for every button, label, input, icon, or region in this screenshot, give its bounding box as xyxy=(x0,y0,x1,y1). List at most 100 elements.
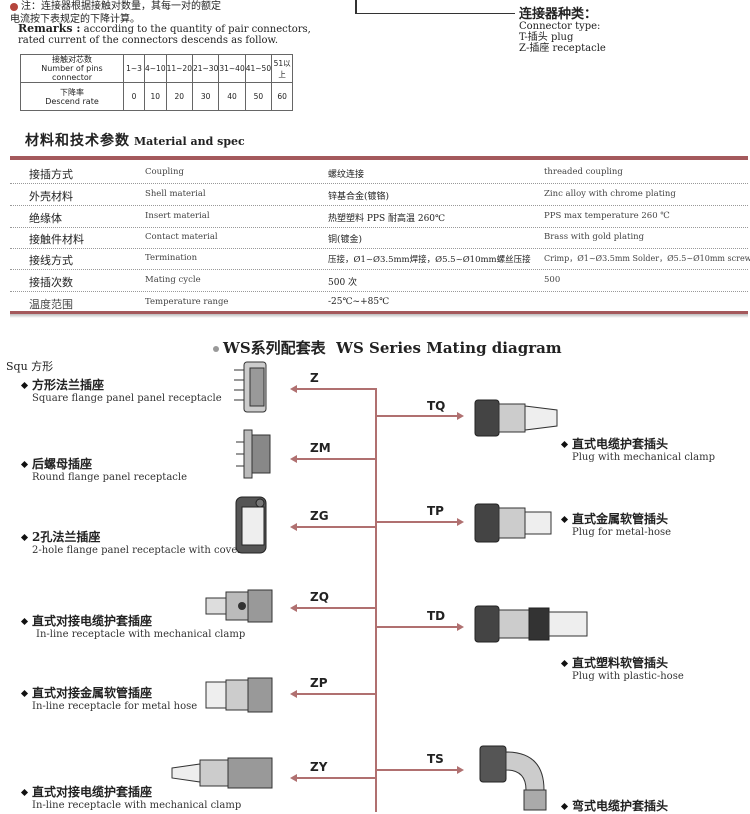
round-flange-receptacle-icon xyxy=(236,429,271,479)
plug-cn: 弯式电缆护套插头 xyxy=(572,799,669,813)
spec-cn: 外壳材料 xyxy=(29,190,73,203)
connector-type-block: 连接器种类： Connector type: T-插头 plug Z-插座 re… xyxy=(519,8,606,54)
spec-value: 热塑塑料 PPS 耐高温 260℃ xyxy=(328,214,446,224)
spec-value-en: threaded coupling xyxy=(544,167,623,177)
plug-td: 直式塑料软管插头 Plug with plastic-hose xyxy=(560,654,684,682)
remarks-block: Remarks : according to the quantity of p… xyxy=(18,23,311,46)
branch-line xyxy=(297,777,376,779)
inline-receptacle-clamp-icon xyxy=(205,589,273,623)
plug-cn: 直式电缆护套插头 xyxy=(572,437,669,451)
range-header: 接触对芯数 Number of pins connector xyxy=(20,54,124,83)
receptacle-en: Square flange panel panel receptacle xyxy=(32,393,222,404)
branch-line xyxy=(297,388,376,390)
plug-tq: 直式电缆护套插头 Plug with mechanical clamp xyxy=(560,435,715,463)
receptacle-en: In-line receptacle with mechanical clamp xyxy=(36,629,246,640)
arrow-left-icon xyxy=(290,523,297,531)
plug-en: Plug for metal-hose xyxy=(572,527,672,538)
code-zq: ZQ xyxy=(310,590,329,604)
arrow-left-icon xyxy=(290,690,297,698)
diamond-bullet-icon xyxy=(560,802,569,811)
receptacle-zp: 直式对接金属软管插座 In-line receptacle for metal … xyxy=(20,684,197,712)
spec-title-en: Material and spec xyxy=(134,135,245,148)
shadow-divider xyxy=(10,314,748,318)
table-row: 接插次数 Mating cycle 500 次 500 xyxy=(10,270,748,292)
receptacle-cn: 后螺母插座 xyxy=(32,457,93,471)
derate-table: 接触对芯数 Number of pins connector 1~3 4~10 … xyxy=(20,54,294,111)
section-divider xyxy=(10,156,748,160)
rate-cell: 30 xyxy=(191,82,220,111)
plug-ts: 弯式电缆护套插头 xyxy=(560,797,669,814)
range-cell: 11~20 xyxy=(165,54,193,83)
receptacle-en: Round flange panel receptacle xyxy=(32,472,187,483)
diamond-bullet-icon xyxy=(20,689,29,698)
receptacle-z: 方形法兰插座 Square flange panel panel recepta… xyxy=(20,376,222,404)
spec-en: Temperature range xyxy=(145,297,229,307)
branch-line xyxy=(297,526,376,528)
receptacle-cn: 直式对接电缆护套插座 xyxy=(32,785,153,799)
branch-line xyxy=(376,769,458,771)
spec-en: Insert material xyxy=(145,211,210,221)
plug-mechanical-clamp-icon xyxy=(474,399,558,437)
branch-line xyxy=(376,626,458,628)
spec-cn: 接插次数 xyxy=(29,276,73,289)
range-cell: 4~10 xyxy=(144,54,167,83)
receptacle-zy: 直式对接电缆护套插座 In-line receptacle with mecha… xyxy=(20,783,242,811)
range-cell: 1~3 xyxy=(123,54,145,83)
spec-en: Contact material xyxy=(145,232,218,242)
rate-cell: 10 xyxy=(144,82,167,111)
plug-right-angle-icon xyxy=(479,745,547,811)
receptacle-zg: 2孔法兰插座 2-hole flange panel receptacle wi… xyxy=(20,528,243,556)
table-row: 绝缘体 Insert material 热塑塑料 PPS 耐高温 260℃ PP… xyxy=(10,206,748,228)
table-row: 接触件材料 Contact material 铜(镀金) Brass with … xyxy=(10,227,748,249)
receptacle-en: In-line receptacle with mechanical clamp xyxy=(32,800,242,811)
table-row: 温度范围 Temperature range -25℃~+85℃ xyxy=(10,292,748,313)
arrow-right-icon xyxy=(457,623,464,631)
leader-line xyxy=(355,13,515,14)
trunk-line xyxy=(375,388,377,812)
code-ts: TS xyxy=(427,752,444,766)
mating-title-cn: WS系列配套表 xyxy=(223,339,326,357)
square-flange-receptacle-icon xyxy=(234,361,267,413)
range-cell: 31~40 xyxy=(218,54,246,83)
diamond-bullet-icon xyxy=(560,515,569,524)
table-row: 接触对芯数 Number of pins connector 1~3 4~10 … xyxy=(20,54,294,83)
receptacle-en: 2-hole flange panel receptacle with cove… xyxy=(32,545,243,556)
leader-line xyxy=(355,0,357,14)
table-row: 接线方式 Termination 压接，Ø1~Ø3.5mm焊接，Ø5.5~Ø10… xyxy=(10,248,750,270)
connector-type-label: Connector type: xyxy=(519,21,601,32)
range-cell: 51以上 xyxy=(271,54,294,83)
arrow-right-icon xyxy=(457,518,464,526)
spec-value: -25℃~+85℃ xyxy=(328,297,390,307)
note-line1: 注：连接器根据接触对数量，其每一对的额定 xyxy=(21,1,221,12)
plug-cn: 直式金属软管插头 xyxy=(572,512,669,526)
plug-en: Plug with mechanical clamp xyxy=(572,452,715,463)
code-zp: ZP xyxy=(310,676,328,690)
mating-title: WS系列配套表 WS Series Mating diagram xyxy=(213,337,562,358)
code-zg: ZG xyxy=(310,509,329,523)
receptacle-cn: 直式对接金属软管插座 xyxy=(32,686,153,700)
section-divider xyxy=(10,311,748,314)
receptacle-cn: 方形法兰插座 xyxy=(32,378,105,392)
receptacle-cn: 直式对接电缆护套插座 xyxy=(32,614,153,628)
spec-value: 锌基合金(镀铬) xyxy=(328,192,390,202)
range-cell: 41~50 xyxy=(244,54,273,83)
branch-line xyxy=(297,693,376,695)
connector-type-plug: T-插头 plug xyxy=(519,32,574,43)
mating-title-en: WS Series Mating diagram xyxy=(336,339,562,357)
bullet-dot-icon xyxy=(10,2,18,11)
spec-cn: 温度范围 xyxy=(29,298,73,311)
spec-en: Termination xyxy=(145,253,198,263)
remarks-line1: according to the quantity of pair connec… xyxy=(80,24,311,35)
table-row: 外壳材料 Shell material 锌基合金(镀铬) Zinc alloy … xyxy=(10,184,748,206)
arrow-left-icon xyxy=(290,385,297,393)
spec-value: 螺纹连接 xyxy=(328,170,365,180)
arrow-right-icon xyxy=(457,412,464,420)
rate-header-en: Descend rate xyxy=(45,96,99,106)
rate-cell: 60 xyxy=(271,82,294,111)
table-row: 接插方式 Coupling 螺纹连接 threaded coupling xyxy=(10,162,748,184)
branch-line xyxy=(376,521,458,523)
diamond-bullet-icon xyxy=(20,533,29,542)
range-header-cn: 接触对芯数 xyxy=(52,55,92,64)
plug-tp: 直式金属软管插头 Plug for metal-hose xyxy=(560,510,672,538)
